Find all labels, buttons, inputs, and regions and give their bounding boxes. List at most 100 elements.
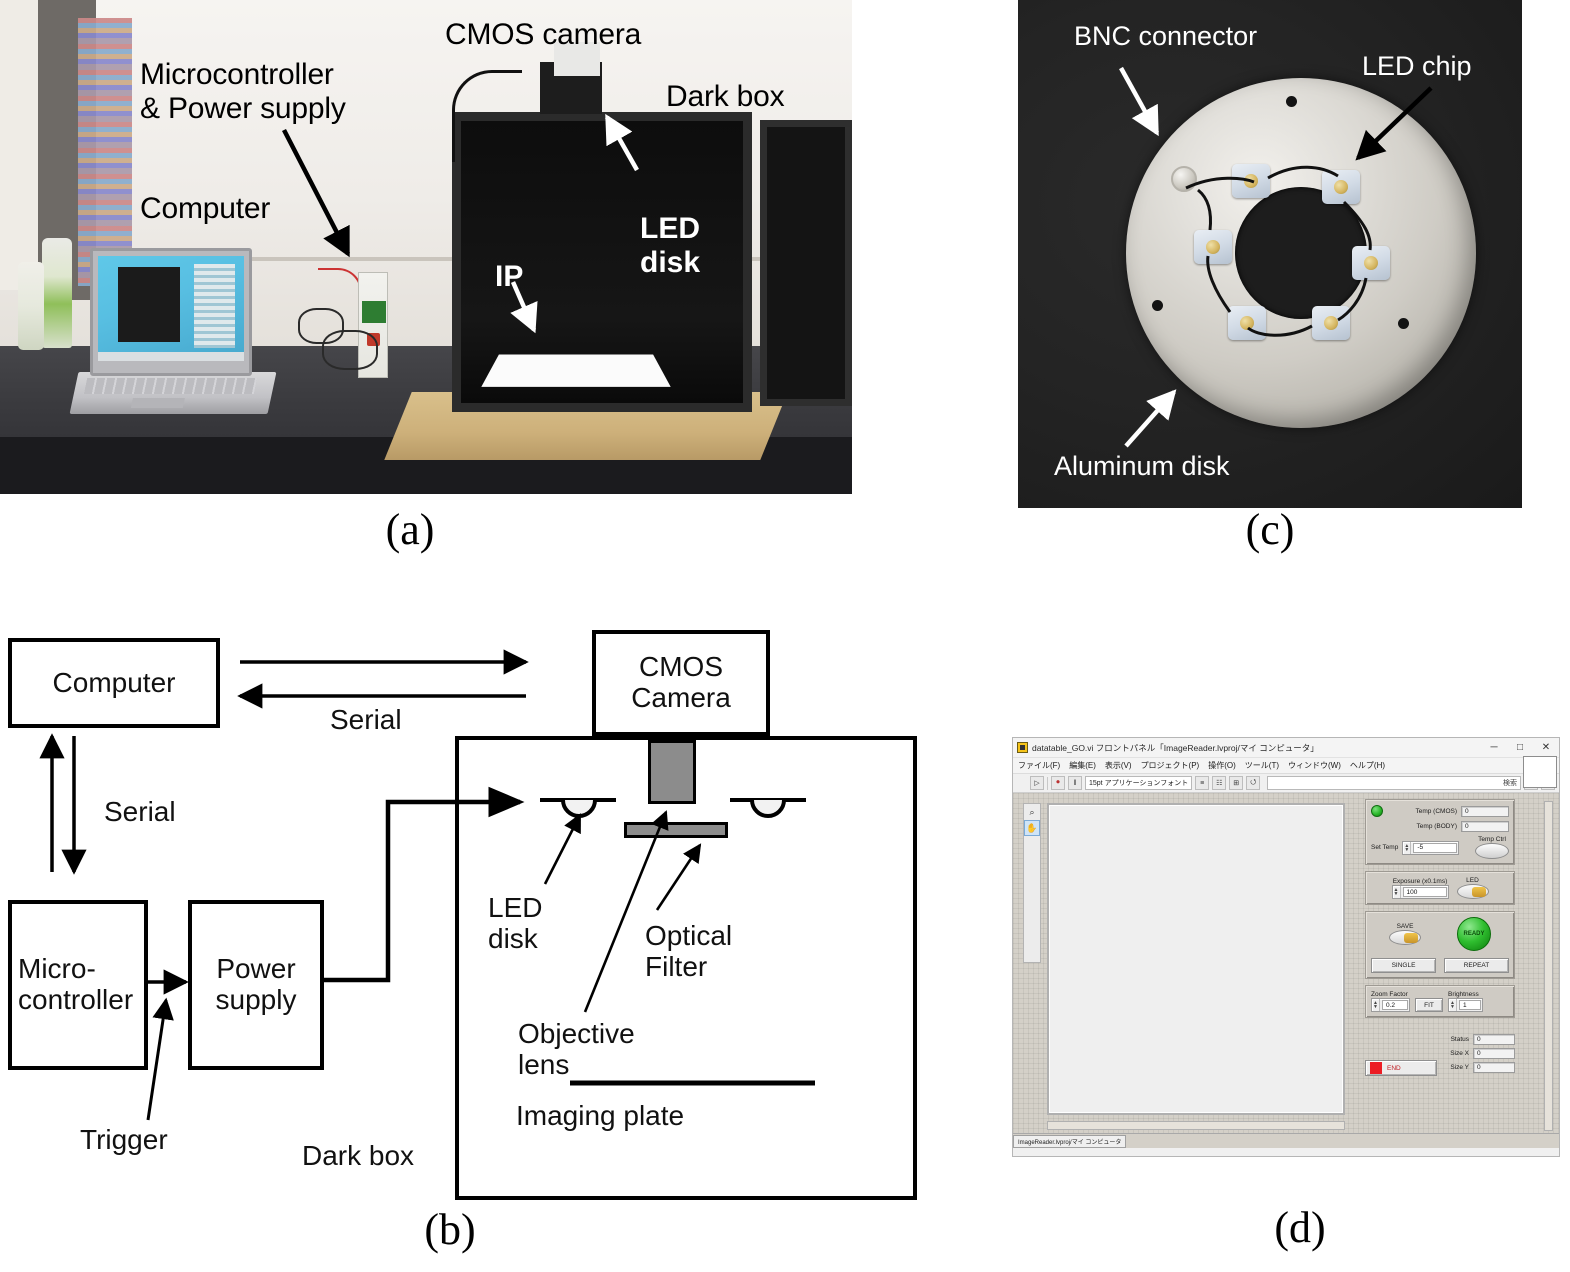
zoom-factor-spin-arrows[interactable]: ▲▼ xyxy=(1372,999,1380,1011)
save-toggle[interactable] xyxy=(1389,930,1421,945)
laptop-base xyxy=(69,372,277,414)
exposure-label: Exposure (x0.1ms) xyxy=(1392,878,1448,885)
repeat-button[interactable]: REPEAT xyxy=(1444,958,1509,973)
mount-screw xyxy=(1152,300,1163,311)
spray-bottle xyxy=(42,238,72,348)
block-computer: Computer xyxy=(8,638,220,728)
exposure-value[interactable]: 100 xyxy=(1402,887,1447,897)
set-temp-row: Set Temp ▲▼ -5 Temp Ctrl xyxy=(1371,836,1509,859)
window-buttons: ─ □ ✕ xyxy=(1481,738,1559,757)
close-button[interactable]: ✕ xyxy=(1541,742,1551,753)
temp-ctrl-label: Temp Ctrl xyxy=(1478,836,1506,843)
font-selector[interactable]: 15pt アプリケーションフォント xyxy=(1085,776,1193,790)
camera-top-module xyxy=(554,42,600,76)
front-panel-vertical-scrollbar[interactable] xyxy=(1544,801,1553,1131)
menu-item-view[interactable]: 表示(V) xyxy=(1104,761,1132,770)
cable-bundle xyxy=(296,300,392,384)
end-button[interactable]: END xyxy=(1365,1060,1437,1076)
hand-tool-icon[interactable]: ✋ xyxy=(1024,820,1040,836)
led-chip-photo xyxy=(1352,246,1390,280)
laptop-control-area xyxy=(194,264,236,349)
label-computer: Computer xyxy=(140,192,271,225)
power-supply-unit xyxy=(358,272,388,378)
project-tab[interactable]: ImageReader.lvproj/マイ コンピュータ xyxy=(1013,1134,1127,1148)
label-bnc-connector: BNC connector xyxy=(1074,21,1258,51)
control-column: Temp (CMOS) 0 Temp (BODY) 0 Set Temp ▲▼ … xyxy=(1365,799,1515,1076)
resize-icon[interactable]: ⊞ xyxy=(1229,776,1244,790)
save-label: SAVE xyxy=(1396,923,1414,930)
panel-label-c: (c) xyxy=(1245,505,1295,554)
zoom-tool-icon[interactable]: ⌕ xyxy=(1029,806,1035,817)
center-hole xyxy=(1235,187,1367,319)
block-power-supply: Power supply xyxy=(188,900,324,1070)
menu-item-window[interactable]: ウィンドウ(W) xyxy=(1288,761,1341,770)
label-dark-box: Dark box xyxy=(666,80,785,113)
size-y-value: 0 xyxy=(1473,1062,1515,1073)
menu-item-tools[interactable]: ツール(T) xyxy=(1244,761,1280,770)
align-icon[interactable]: ≡ xyxy=(1195,776,1210,790)
colored-wires xyxy=(78,18,132,286)
temp-body-row: Temp (BODY) 0 xyxy=(1371,821,1509,832)
brightness-spin-arrows[interactable]: ▲▼ xyxy=(1449,999,1457,1011)
image-display-canvas[interactable] xyxy=(1047,803,1345,1115)
label-ip: IP xyxy=(495,260,524,293)
temp-ctrl-knob[interactable] xyxy=(1475,843,1509,859)
canvas-horizontal-scrollbar[interactable] xyxy=(1047,1121,1345,1130)
label-dark-box-diagram: Dark box xyxy=(302,1140,415,1171)
temp-cmos-row: Temp (CMOS) 0 xyxy=(1371,805,1509,817)
single-button[interactable]: SINGLE xyxy=(1371,958,1436,973)
brightness-label: Brightness xyxy=(1448,991,1479,998)
zoom-factor-value[interactable]: 0.2 xyxy=(1382,1000,1408,1010)
distribute-icon[interactable]: ☷ xyxy=(1212,776,1227,790)
menu-item-edit[interactable]: 編集(E) xyxy=(1069,761,1096,770)
set-temp-value[interactable]: -5 xyxy=(1413,842,1458,853)
temp-body-label: Temp (BODY) xyxy=(1416,823,1457,830)
window-title-text: datatable_GO.vi フロントパネル「ImageReader.lvpr… xyxy=(1032,742,1319,753)
tools-palette: ⌕ ✋ xyxy=(1023,803,1041,963)
temp-body-value: 0 xyxy=(1461,821,1509,832)
wall-panel-white xyxy=(0,0,42,290)
temperature-group: Temp (CMOS) 0 Temp (BODY) 0 Set Temp ▲▼ … xyxy=(1365,799,1515,865)
optical-filter-element xyxy=(624,822,728,838)
exposure-spin-arrows[interactable]: ▲▼ xyxy=(1393,886,1401,898)
connection-indicator-led xyxy=(1371,805,1383,817)
exposure-group: Exposure (x0.1ms) ▲▼ 100 LED xyxy=(1365,871,1515,905)
minimize-button[interactable]: ─ xyxy=(1490,742,1498,753)
toolbar-separator xyxy=(1047,776,1048,790)
labview-vi-icon xyxy=(1017,742,1028,753)
led-chip-photo xyxy=(1228,306,1266,340)
wall-ledge xyxy=(0,256,852,261)
label-serial-left: Serial xyxy=(104,796,176,827)
label-led-disk-diagram: LED disk xyxy=(488,892,543,955)
maximize-button[interactable]: □ xyxy=(1516,742,1524,753)
led-toggle[interactable] xyxy=(1456,884,1489,899)
run-icon[interactable]: ▷ xyxy=(1030,776,1044,790)
brightness-value[interactable]: 1 xyxy=(1459,1000,1481,1010)
panel-label-b: (b) xyxy=(424,1205,476,1254)
menu-item-file[interactable]: ファイル(F) xyxy=(1018,761,1061,770)
dark-box-door xyxy=(760,120,852,406)
set-temp-spin-arrows[interactable]: ▲▼ xyxy=(1403,841,1412,854)
menu-item-help[interactable]: ヘルプ(H) xyxy=(1349,761,1386,770)
menu-item-project[interactable]: プロジェクト(P) xyxy=(1140,761,1200,770)
zoom-factor-stepper[interactable]: ▲▼ 0.2 xyxy=(1371,998,1410,1012)
label-led-disk: LED disk xyxy=(640,212,701,279)
panel-label-d: (d) xyxy=(1274,1203,1326,1252)
abort-icon[interactable]: ⏺ xyxy=(1051,776,1065,790)
menu-item-operate[interactable]: 操作(O) xyxy=(1208,761,1236,770)
exposure-stepper[interactable]: ▲▼ 100 xyxy=(1391,885,1449,899)
mount-screw xyxy=(1286,96,1297,107)
laptop-screen xyxy=(90,248,252,376)
label-cmos-camera: CMOS camera xyxy=(445,18,642,51)
panel-label-a: (a) xyxy=(385,505,435,554)
size-x-row: Size X 0 xyxy=(1443,1048,1515,1059)
set-temp-stepper[interactable]: ▲▼ -5 xyxy=(1402,840,1460,855)
pause-icon[interactable]: ‖ xyxy=(1068,776,1082,790)
dark-box-body xyxy=(452,112,752,412)
stop-square-icon xyxy=(1370,1062,1382,1074)
reorder-icon[interactable]: ⭯ xyxy=(1246,776,1261,790)
search-input[interactable]: 検索 xyxy=(1267,776,1521,790)
brightness-stepper[interactable]: ▲▼ 1 xyxy=(1448,998,1483,1012)
fit-button[interactable]: FIT xyxy=(1415,998,1443,1012)
